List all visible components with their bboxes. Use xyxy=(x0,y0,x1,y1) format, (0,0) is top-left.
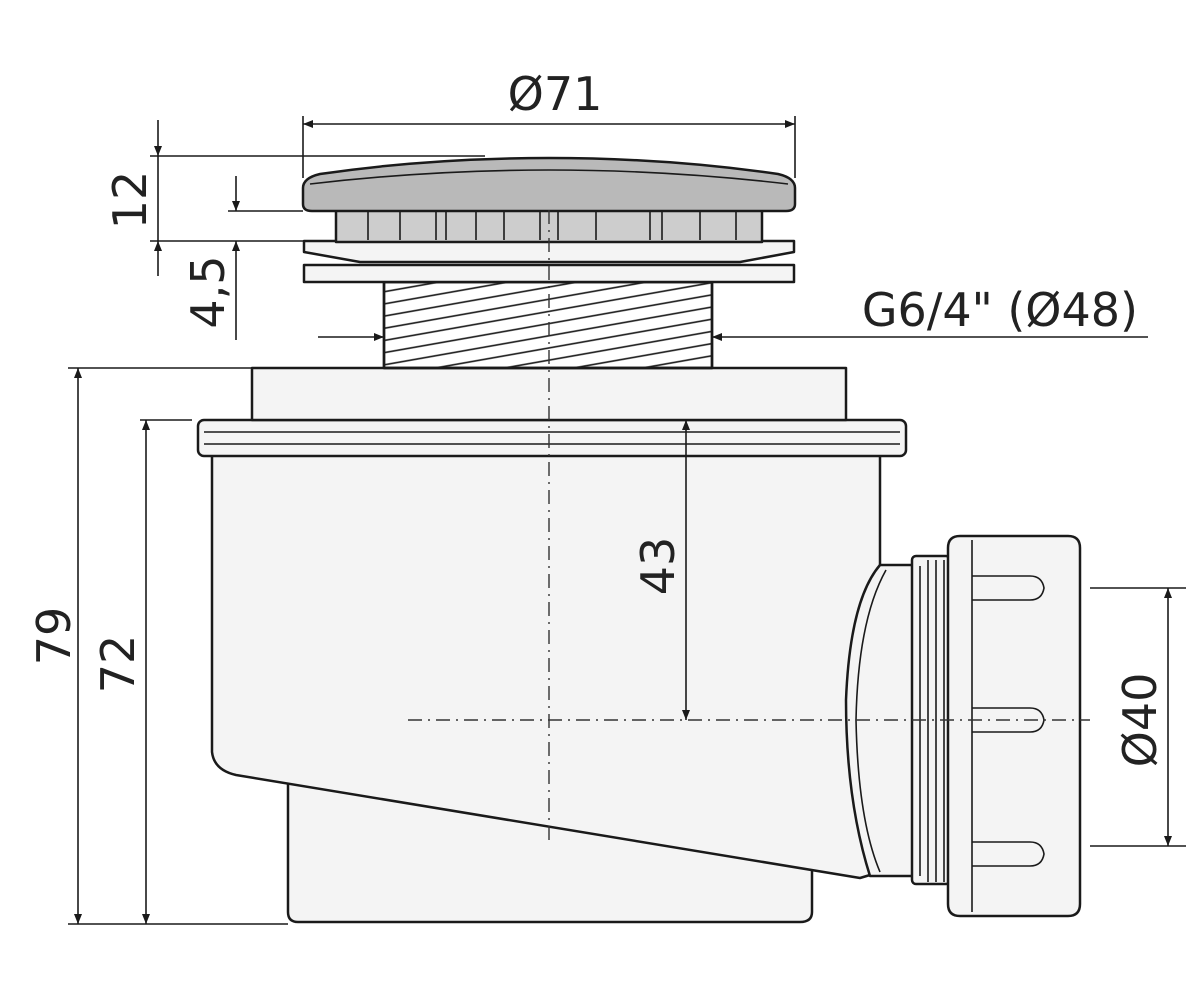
cap-grille xyxy=(334,206,764,244)
cap-dome xyxy=(301,156,797,213)
dimension-body-height: 72 xyxy=(91,419,192,924)
dimension-cap-height: 12 xyxy=(103,120,485,276)
grille-slots xyxy=(367,210,737,240)
drain-cap xyxy=(301,156,797,244)
overall-height-label: 79 xyxy=(27,607,81,666)
outlet-center-label: 43 xyxy=(631,537,685,596)
outlet-nut xyxy=(910,534,1082,918)
nut-rib-3 xyxy=(972,841,1045,867)
collar-threads xyxy=(919,560,945,882)
dimension-outlet-diameter: Ø40 xyxy=(1090,587,1186,847)
thread-label: G6/4" (Ø48) xyxy=(862,283,1138,337)
drain-body xyxy=(210,450,917,924)
cap-diameter-label: Ø71 xyxy=(508,67,603,121)
nut-body xyxy=(946,534,1082,918)
center-lines xyxy=(408,210,1090,840)
cap-height-label: 12 xyxy=(103,171,157,230)
thread-section xyxy=(382,280,714,370)
dimension-flange-height: 4,5 xyxy=(181,176,303,340)
dimension-thread: G6/4" (Ø48) xyxy=(318,283,1148,341)
top-flange xyxy=(196,366,908,458)
threaded-body xyxy=(382,280,714,370)
outlet-diameter-label: Ø40 xyxy=(1113,673,1167,768)
dimension-outlet-center: 43 xyxy=(631,420,690,720)
dimension-overall-height: 79 xyxy=(27,367,288,925)
body-height-label: 72 xyxy=(91,635,145,694)
dimension-cap-diameter: Ø71 xyxy=(302,67,796,178)
bottom-spigot xyxy=(286,776,814,924)
nut-rib-1 xyxy=(972,575,1045,601)
flange-height-label: 4,5 xyxy=(181,255,235,328)
flange-rim xyxy=(196,418,908,458)
